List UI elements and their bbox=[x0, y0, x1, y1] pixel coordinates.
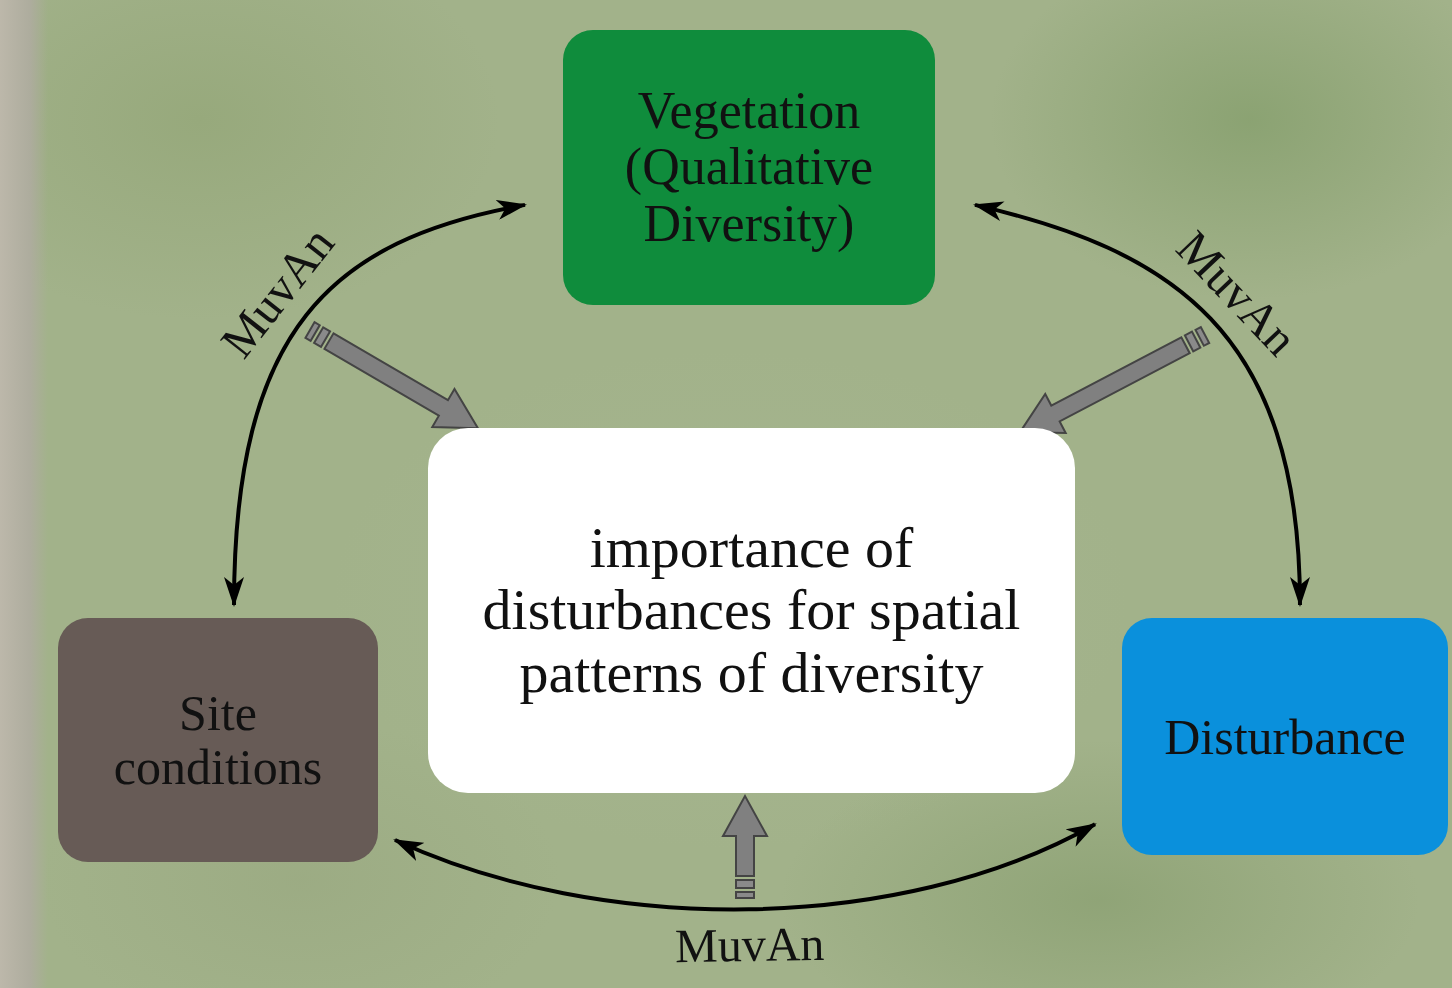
central-question-box: importance of disturbances for spatial p… bbox=[428, 428, 1075, 793]
node-text: Vegetation (Qualitative Diversity) bbox=[589, 83, 909, 251]
vegetation-box: Vegetation (Qualitative Diversity) bbox=[563, 30, 935, 305]
disturbance-box: Disturbance bbox=[1122, 618, 1448, 855]
node-text: importance of disturbances for spatial p… bbox=[467, 517, 1037, 705]
edge-label: MuvAn bbox=[1166, 221, 1307, 366]
node-text: Disturbance bbox=[1164, 710, 1406, 764]
curved-connector bbox=[395, 824, 1095, 909]
edge-label: MuvAn bbox=[674, 918, 824, 973]
site-conditions-box: Site conditions bbox=[58, 618, 378, 862]
pointer-arrow bbox=[299, 311, 489, 447]
edge-label: MuvAn bbox=[211, 217, 345, 367]
node-text: Site conditions bbox=[78, 686, 358, 794]
pointer-arrow bbox=[723, 796, 767, 898]
